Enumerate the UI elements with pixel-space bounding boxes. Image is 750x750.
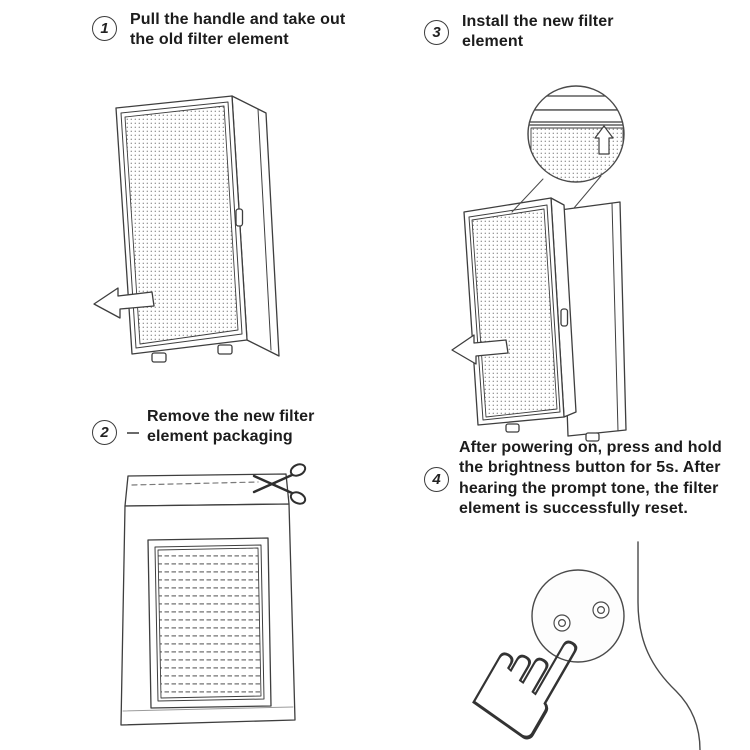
step3-caption: Install the new filter element [462, 13, 614, 51]
magnifier-circle [527, 85, 625, 183]
step4-illustration: ☝ [442, 541, 701, 750]
up-arrow-icon [594, 125, 614, 155]
device-corner-outline [637, 541, 701, 750]
slot-bottom-bar [528, 109, 624, 123]
scissors-icon [252, 463, 307, 505]
step1-number-badge: 1 [92, 16, 117, 41]
foot [585, 432, 600, 442]
insert-arrow-icon [451, 334, 509, 365]
foot [505, 423, 520, 433]
step1-number: 1 [100, 20, 109, 37]
filter-foot [151, 352, 167, 363]
step2-number: 2 [100, 424, 109, 441]
brightness-button-center [557, 618, 566, 627]
filter-handle-icon [560, 308, 569, 327]
step1-illustration [93, 95, 280, 363]
step2-number-badge: 2 [92, 420, 117, 445]
filter-handle-icon [235, 208, 244, 227]
button-panel [531, 569, 625, 663]
round-panel [531, 569, 625, 663]
step1-caption: Pull the handle and take out the old fil… [130, 11, 346, 49]
pull-out-arrow-icon [93, 287, 155, 319]
bag-flap [124, 473, 290, 507]
filter-mesh [471, 208, 558, 418]
step2-caption: Remove the new filter element packaging [147, 408, 315, 446]
packaged-filter-mesh [157, 547, 262, 699]
filter-foot [217, 344, 233, 355]
second-button-center [597, 605, 606, 614]
step2-illustration [120, 463, 307, 726]
step4-caption: After powering on, press and hold the br… [459, 439, 722, 517]
step3-number: 3 [432, 24, 441, 41]
step3-number-badge: 3 [424, 20, 449, 45]
filter-mesh [124, 105, 239, 345]
step4-number-badge: 4 [424, 467, 449, 492]
leader-dash [127, 432, 139, 434]
cut-line [131, 481, 259, 486]
step3-illustration [451, 85, 627, 442]
magnifier-detail [527, 85, 625, 183]
step4-number: 4 [432, 471, 441, 488]
